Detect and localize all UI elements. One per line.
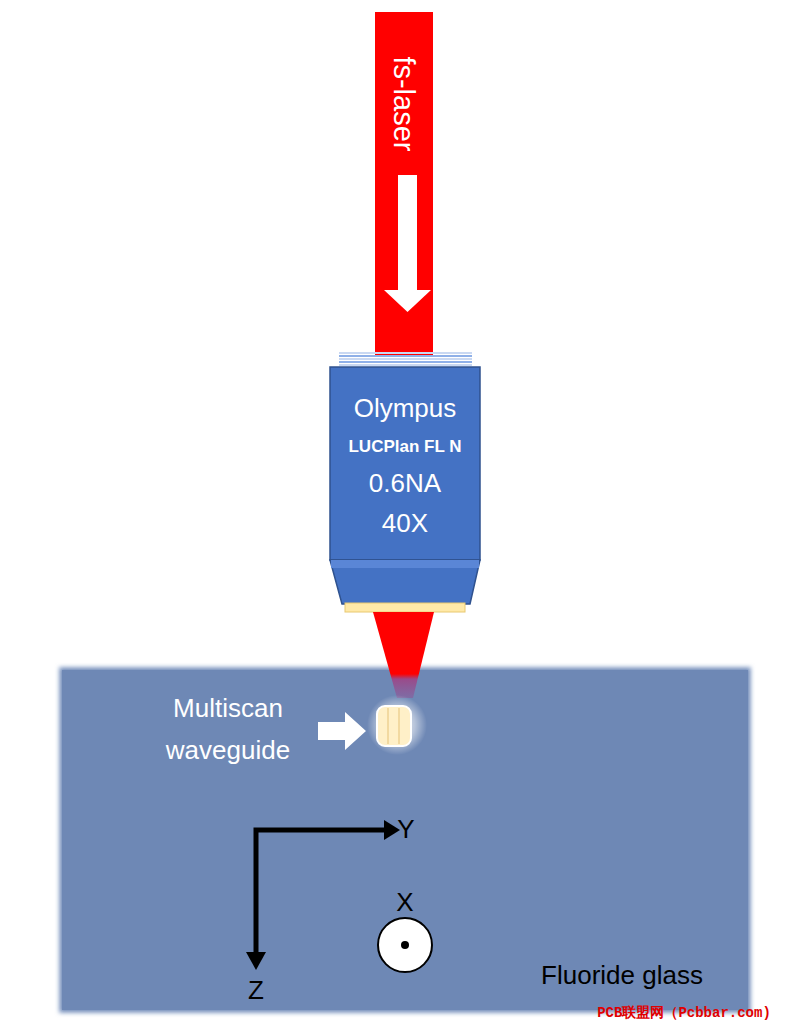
laser-beam-box: fs-laser	[375, 12, 433, 355]
objective-label: 40X	[382, 509, 428, 538]
waveguide-scan	[398, 708, 400, 744]
glass-fill	[62, 670, 748, 1010]
objective-label: LUCPlan FL N	[348, 438, 461, 457]
waveguide	[377, 706, 411, 746]
watermark: PCB联盟网（Pcbbar.com)	[597, 1002, 771, 1024]
material-label: Fluoride glass	[541, 961, 703, 990]
focused-beam	[373, 612, 434, 698]
axis-label: Z	[248, 970, 264, 1012]
thread-line	[339, 358, 472, 360]
waveguide-scan	[387, 708, 389, 744]
beam-label: fs-laser	[388, 56, 420, 151]
glass-block	[60, 668, 750, 1012]
thread-line	[339, 361, 472, 363]
axis-x-dot	[401, 941, 409, 949]
laser-beam	[375, 12, 433, 355]
pointer-arrow	[318, 712, 366, 750]
axis-label: Y	[397, 809, 414, 851]
objective-band	[331, 560, 479, 568]
waveguide-glow	[367, 695, 427, 755]
thread-line	[339, 364, 472, 366]
objective-thread	[339, 352, 472, 366]
objective-label: Olympus	[354, 394, 457, 423]
beam-arrow-shaft	[398, 175, 417, 293]
callout-label: Multiscan waveguide	[138, 688, 318, 771]
axis-label: X	[396, 882, 413, 924]
objective-box: OlympusLUCPlan FL N 0.6NA 40X	[330, 367, 480, 560]
axis-z-head	[246, 952, 266, 970]
axis-lines	[256, 830, 387, 955]
thread-line	[339, 355, 472, 357]
objective-label: 0.6NA	[369, 469, 441, 498]
thread-line	[339, 352, 472, 354]
objective-nose	[330, 560, 480, 604]
axis-x-symbol	[378, 918, 432, 972]
objective-lens	[345, 603, 465, 612]
objective-body	[330, 367, 480, 560]
beam-arrow-head	[384, 290, 431, 312]
